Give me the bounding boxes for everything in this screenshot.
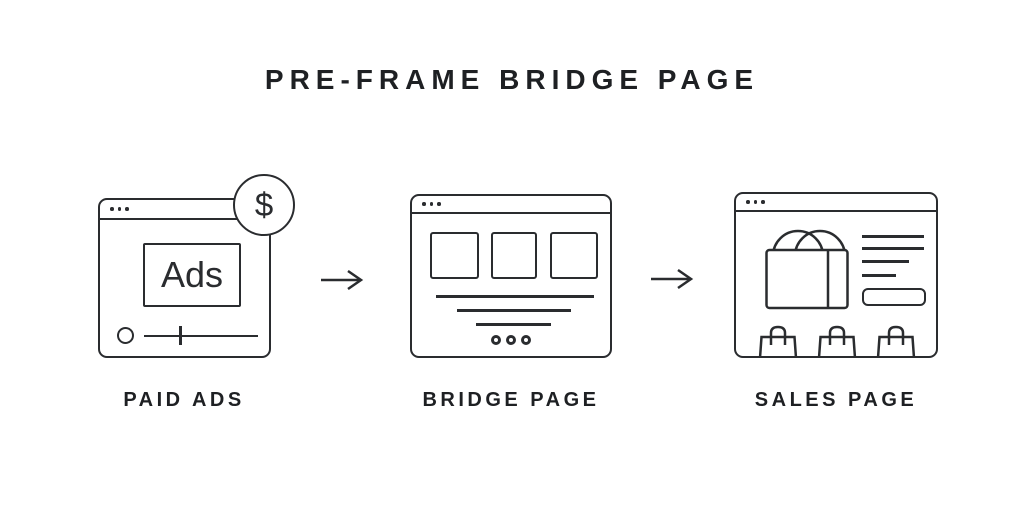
step-label-bridge-page: BRIDGE PAGE bbox=[422, 389, 600, 411]
text-line bbox=[862, 274, 896, 277]
text-line bbox=[436, 295, 594, 298]
paid-ads-window-illustration: $ Ads bbox=[98, 174, 295, 358]
bridge-page-window-illustration bbox=[410, 194, 612, 358]
text-line bbox=[457, 309, 571, 312]
arrow-right-icon bbox=[321, 269, 364, 291]
dollar-symbol: $ bbox=[254, 186, 274, 223]
content-thumbnail bbox=[430, 232, 479, 279]
buy-button-shape bbox=[862, 288, 926, 306]
browser-header-bar bbox=[736, 194, 936, 212]
dollar-badge-icon: $ bbox=[233, 174, 295, 236]
arrow-right-icon bbox=[651, 268, 694, 290]
diagram-title: PRE-FRAME BRIDGE PAGE bbox=[264, 64, 760, 95]
browser-header-bar bbox=[412, 196, 610, 214]
progress-track bbox=[144, 334, 258, 337]
mini-shopping-bags-icon bbox=[758, 325, 916, 358]
text-line bbox=[862, 247, 924, 250]
browser-header-bar bbox=[100, 200, 269, 220]
text-line bbox=[862, 260, 909, 263]
pager-dots-icon bbox=[412, 335, 610, 345]
step-label-paid-ads: PAID ADS bbox=[123, 389, 245, 411]
window-dots-icon bbox=[746, 200, 765, 204]
content-thumbnail bbox=[550, 232, 598, 279]
window-dots-icon bbox=[110, 207, 129, 211]
sales-page-window-illustration bbox=[734, 192, 938, 358]
play-knob-icon bbox=[117, 327, 134, 344]
window-dots-icon bbox=[422, 202, 441, 206]
ad-banner-box: Ads bbox=[143, 243, 241, 307]
step-label-sales-page: SALES PAGE bbox=[754, 389, 918, 411]
text-line bbox=[862, 235, 924, 238]
shopping-bag-icon bbox=[765, 229, 849, 310]
progress-playhead bbox=[179, 326, 182, 345]
content-thumbnail bbox=[491, 232, 537, 279]
ad-banner-text: Ads bbox=[160, 254, 224, 295]
text-line bbox=[476, 323, 551, 326]
